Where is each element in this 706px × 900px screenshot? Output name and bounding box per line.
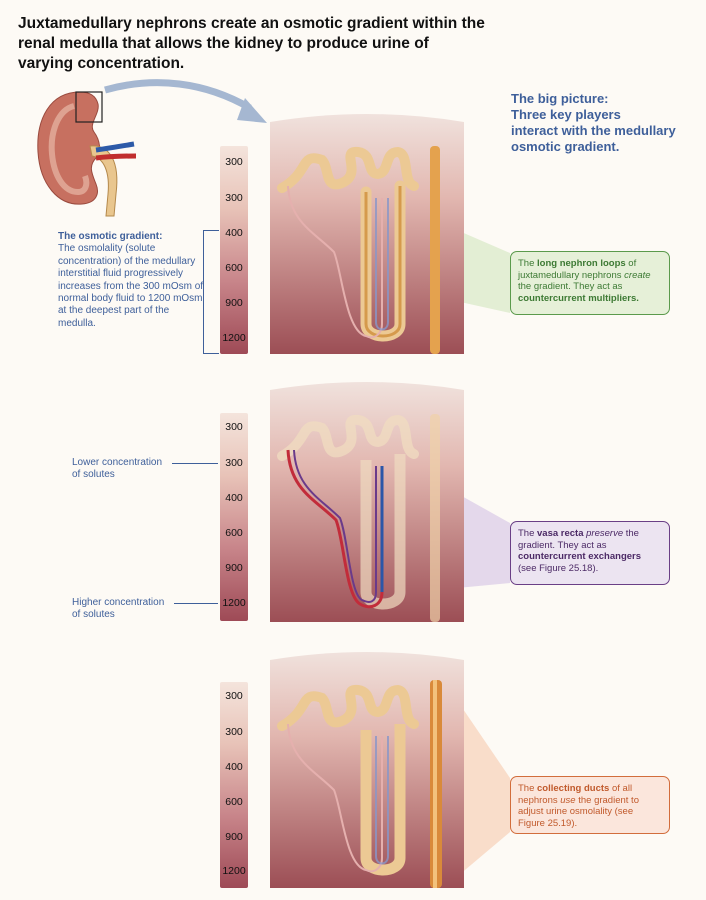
- nephron-loops-callout: The long nephron loops of juxtamedullary…: [510, 251, 670, 315]
- big-picture-line: osmotic gradient.: [511, 139, 620, 154]
- osmolality-scale: 300 300 400 600 900 1200: [220, 413, 248, 621]
- big-picture-heading: The big picture: Three key players inter…: [511, 91, 691, 155]
- callout-italic: preserve: [586, 528, 624, 539]
- scale-tick: 300: [225, 421, 243, 433]
- collecting-ducts-callout: The collecting ducts of all nephrons use…: [510, 776, 670, 834]
- lower-concentration-label: Lower concentration of solutes: [72, 457, 162, 481]
- big-picture-line: Three key players: [511, 107, 621, 122]
- callout-text: of all nephrons: [518, 783, 633, 806]
- callout-text: The: [518, 258, 538, 269]
- scale-tick: 400: [225, 761, 243, 773]
- label-line: of solutes: [72, 609, 115, 620]
- callout-bold: collecting ducts: [537, 783, 610, 794]
- scale-tick: 600: [225, 527, 243, 539]
- scale-tick: 900: [225, 297, 243, 309]
- callout-text: The: [518, 528, 538, 539]
- callout-bold: countercurrent exchangers: [518, 551, 642, 562]
- callout-text: the gradient to adjust urine osmolality …: [518, 794, 639, 829]
- label-line: Lower concentration: [72, 457, 163, 468]
- label-line: Higher concentration: [72, 597, 165, 608]
- lower-leader: [172, 463, 218, 464]
- big-picture-line: interact with the medullary: [511, 123, 676, 138]
- callout-text: The: [518, 783, 538, 794]
- osmotic-gradient-body: The osmolality (solute concentration) of…: [58, 243, 204, 329]
- callout-text: the gradient. They act as: [518, 528, 639, 551]
- scale-tick: 900: [225, 831, 243, 843]
- callout-bold: countercurrent multipliers.: [518, 292, 639, 304]
- kidney-illustration: [37, 91, 137, 217]
- scale-tick: 300: [225, 192, 243, 204]
- gradient-bracket: [203, 230, 204, 354]
- callout-bold: vasa recta: [537, 528, 584, 539]
- label-line: of solutes: [72, 469, 115, 480]
- callout-bold: long nephron loops: [537, 258, 626, 269]
- callout-text: (see Figure 25.18).: [518, 562, 599, 574]
- scale-tick: 300: [225, 690, 243, 702]
- osmolality-scale: 300 300 400 600 900 1200: [220, 682, 248, 888]
- big-picture-line: The big picture:: [511, 91, 609, 106]
- scale-tick: 1200: [222, 597, 246, 609]
- callout-italic: create: [624, 269, 651, 281]
- scale-tick: 300: [225, 156, 243, 168]
- scale-tick: 1200: [222, 865, 246, 877]
- higher-concentration-label: Higher concentration of solutes: [72, 597, 164, 621]
- scale-tick: 300: [225, 726, 243, 738]
- callout-italic: use: [560, 794, 576, 806]
- scale-tick: 400: [225, 492, 243, 504]
- scale-tick: 600: [225, 262, 243, 274]
- callout-text: the gradient. They act as: [518, 281, 623, 292]
- zoom-arrow: [104, 79, 267, 123]
- higher-leader: [174, 603, 218, 604]
- nephron-loop-panel: [270, 114, 464, 354]
- scale-tick: 300: [225, 457, 243, 469]
- callout-text: of juxtamedullary nephrons: [518, 258, 637, 281]
- scale-tick: 600: [225, 796, 243, 808]
- collecting-duct-panel: [270, 652, 464, 888]
- osmotic-gradient-heading: The osmotic gradient:: [58, 231, 163, 242]
- vasa-recta-panel: [270, 382, 464, 622]
- vasa-recta-callout: The vasa recta preserve the gradient. Th…: [510, 521, 670, 585]
- gradient-leader: [203, 353, 219, 354]
- osmotic-gradient-text: The osmotic gradient: The osmolality (so…: [58, 231, 206, 330]
- scale-tick: 1200: [222, 332, 246, 344]
- scale-tick: 900: [225, 562, 243, 574]
- osmolality-scale: 300 300 400 600 900 1200: [220, 146, 248, 354]
- gradient-leader: [203, 230, 219, 231]
- figure-title: Juxtamedullary nephrons create an osmoti…: [18, 15, 485, 72]
- scale-tick: 400: [225, 227, 243, 239]
